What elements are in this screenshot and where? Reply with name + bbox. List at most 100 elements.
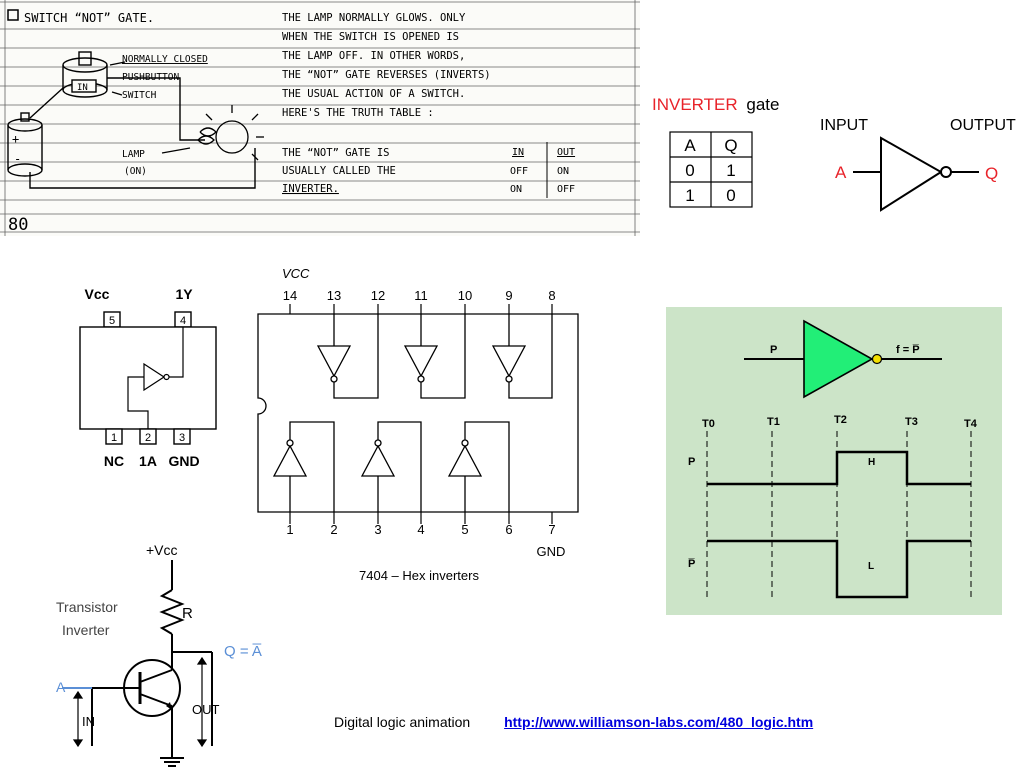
- resistor-icon: [159, 589, 185, 635]
- pin-number: 1: [111, 432, 117, 444]
- footer: Digital logic animation http://www.willi…: [334, 714, 974, 736]
- notebook-line-3: THE LAMP OFF. IN OTHER WORDS,: [282, 50, 465, 62]
- footer-caption: Digital logic animation: [334, 714, 471, 730]
- upper-inverter-icons: [316, 314, 553, 399]
- bottom-pin-number: 3: [374, 522, 381, 537]
- inverter-truth-table: INVERTER gate A Q 0 1 1 0: [652, 95, 779, 208]
- inverter-title: INVERTER gate: [652, 95, 779, 114]
- truth-cell: 0: [726, 186, 735, 205]
- in-arrow-icon: [72, 690, 84, 748]
- transistor-inverter-panel: +Vcc Transistor Inverter R Q = A̅ A: [52, 540, 280, 768]
- transistor-inverter: +Vcc Transistor Inverter R Q = A̅ A: [56, 542, 262, 767]
- bottom-pin-number: 6: [505, 522, 512, 537]
- battery-icon: [7, 112, 43, 177]
- bottom-pin-number: 1: [286, 522, 293, 537]
- hex-inverter-chip-panel: VCC 14 13 12 11 10 9 8: [248, 262, 588, 592]
- top-pin-number: 9: [505, 288, 512, 303]
- time-markers: [706, 431, 972, 599]
- checkbox-icon: [7, 9, 19, 21]
- pin-leads: [289, 304, 553, 524]
- time-label: T2: [834, 414, 847, 426]
- lower-line-1: THE “NOT” GATE IS: [282, 147, 389, 159]
- notebook-line-1: THE LAMP NORMALLY GLOWS. ONLY: [282, 12, 466, 24]
- bottom-pin-number: 2: [330, 522, 337, 537]
- page-number: 80: [8, 215, 28, 235]
- vcc-label: VCC: [282, 266, 310, 281]
- row-pbar-label: P̅: [688, 558, 696, 570]
- bottom-pin-number: 4: [417, 522, 424, 537]
- pin-label-nc: NC: [104, 453, 124, 469]
- inverter-truth-table-panel: INVERTER gate A Q 0 1 1 0: [650, 88, 785, 213]
- resistor-label: R: [182, 605, 193, 622]
- pin-label-gnd: GND: [168, 453, 199, 469]
- truth-header-a: A: [684, 136, 696, 155]
- low-label: L: [868, 561, 874, 572]
- pin-number: 5: [109, 315, 115, 327]
- lamp-icon: [197, 105, 264, 161]
- top-pin-number: 11: [414, 288, 428, 303]
- battery-plus: +: [12, 132, 19, 146]
- lamp-label-1: LAMP: [122, 149, 145, 160]
- switch-label-3: SWITCH: [122, 90, 157, 101]
- notebook-title: SWITCH “NOT” GATE.: [24, 11, 154, 25]
- pin-label-1a: 1A: [139, 453, 157, 469]
- not-gate-icon: [853, 136, 979, 212]
- top-pin-number: 10: [458, 288, 472, 303]
- bottom-pin-number: 5: [461, 522, 468, 537]
- time-label: T4: [964, 418, 978, 430]
- out-arrow-label: OUT: [192, 702, 220, 717]
- pin-number: 3: [179, 432, 185, 444]
- vcc-label: +Vcc: [146, 542, 178, 558]
- inverter-title-rest: gate: [746, 95, 779, 114]
- mini-table-header-in: IN: [512, 147, 524, 158]
- pin-number: 4: [180, 315, 186, 327]
- top-pin-number: 12: [371, 288, 385, 303]
- top-pin-number: 8: [548, 288, 555, 303]
- input-label: A: [56, 679, 66, 695]
- time-label: T1: [767, 416, 780, 428]
- green-gate-icon: [803, 319, 874, 399]
- switch-label-1: NORMALLY CLOSED: [122, 54, 208, 65]
- truth-cell: 0: [685, 161, 694, 180]
- title-line-1: Transistor: [56, 599, 118, 615]
- notebook-line-2: WHEN THE SWITCH IS OPENED IS: [282, 31, 459, 43]
- top-pin-number: 14: [283, 288, 297, 303]
- input-label: INPUT: [820, 117, 868, 134]
- not-gate-symbol: INPUT OUTPUT A Q: [820, 117, 1016, 212]
- input-var: A: [835, 163, 847, 182]
- notebook-line-6: HERE'S THE TRUTH TABLE :: [282, 107, 434, 119]
- output-equation: Q = A̅: [224, 643, 262, 660]
- in-arrow-label: IN: [82, 714, 95, 729]
- mini-table-header-out: OUT: [557, 147, 575, 158]
- mini-table-cell: ON: [557, 166, 569, 177]
- battery-minus: -: [14, 152, 21, 166]
- gate-symbol-panel: INPUT OUTPUT A Q: [815, 110, 1024, 220]
- waveform-pbar: [707, 539, 971, 599]
- output-label: OUTPUT: [950, 117, 1016, 134]
- output-var: Q: [985, 164, 998, 183]
- pin-label-1y: 1Y: [175, 286, 193, 302]
- timing-diagram: P f = P̅ T0 T1 T2 T3 T4 P H P̅ L: [688, 319, 978, 599]
- gate-output-label: f = P̅: [896, 344, 920, 356]
- notebook-line-4: THE “NOT” GATE REVERSES (INVERTS): [282, 69, 491, 81]
- lamp-label-2: (ON): [124, 166, 147, 177]
- hex-inverter-chip: VCC 14 13 12 11 10 9 8: [257, 266, 579, 583]
- inverter-bubble-icon: [871, 353, 883, 365]
- single-inverter-chip-panel: Vcc 1Y 5 4 1 2 3 NC 1A GND: [70, 280, 220, 475]
- footer-link[interactable]: http://www.williamson-labs.com/480_logic…: [504, 714, 814, 730]
- row-p-label: P: [688, 456, 695, 468]
- time-label: T0: [702, 418, 715, 430]
- mini-table-cell: OFF: [510, 166, 528, 177]
- waveform-p: [707, 450, 971, 486]
- in-label: IN: [77, 83, 88, 93]
- mini-table-cell: OFF: [557, 184, 575, 195]
- notebook-drawing: SWITCH “NOT” GATE. THE LAMP NORMALLY GLO…: [0, 0, 640, 236]
- bottom-pin-number: 7: [548, 522, 555, 537]
- single-inverter-chip: Vcc 1Y 5 4 1 2 3 NC 1A GND: [79, 286, 217, 469]
- timing-diagram-panel: P f = P̅ T0 T1 T2 T3 T4 P H P̅ L: [666, 307, 1002, 615]
- pin-number: 2: [145, 432, 151, 444]
- inverter-title-colored: INVERTER: [652, 95, 738, 114]
- truth-cell: 1: [685, 186, 694, 205]
- lower-line-3: INVERTER.: [282, 183, 339, 195]
- notebook-panel: SWITCH “NOT” GATE. THE LAMP NORMALLY GLO…: [0, 0, 640, 236]
